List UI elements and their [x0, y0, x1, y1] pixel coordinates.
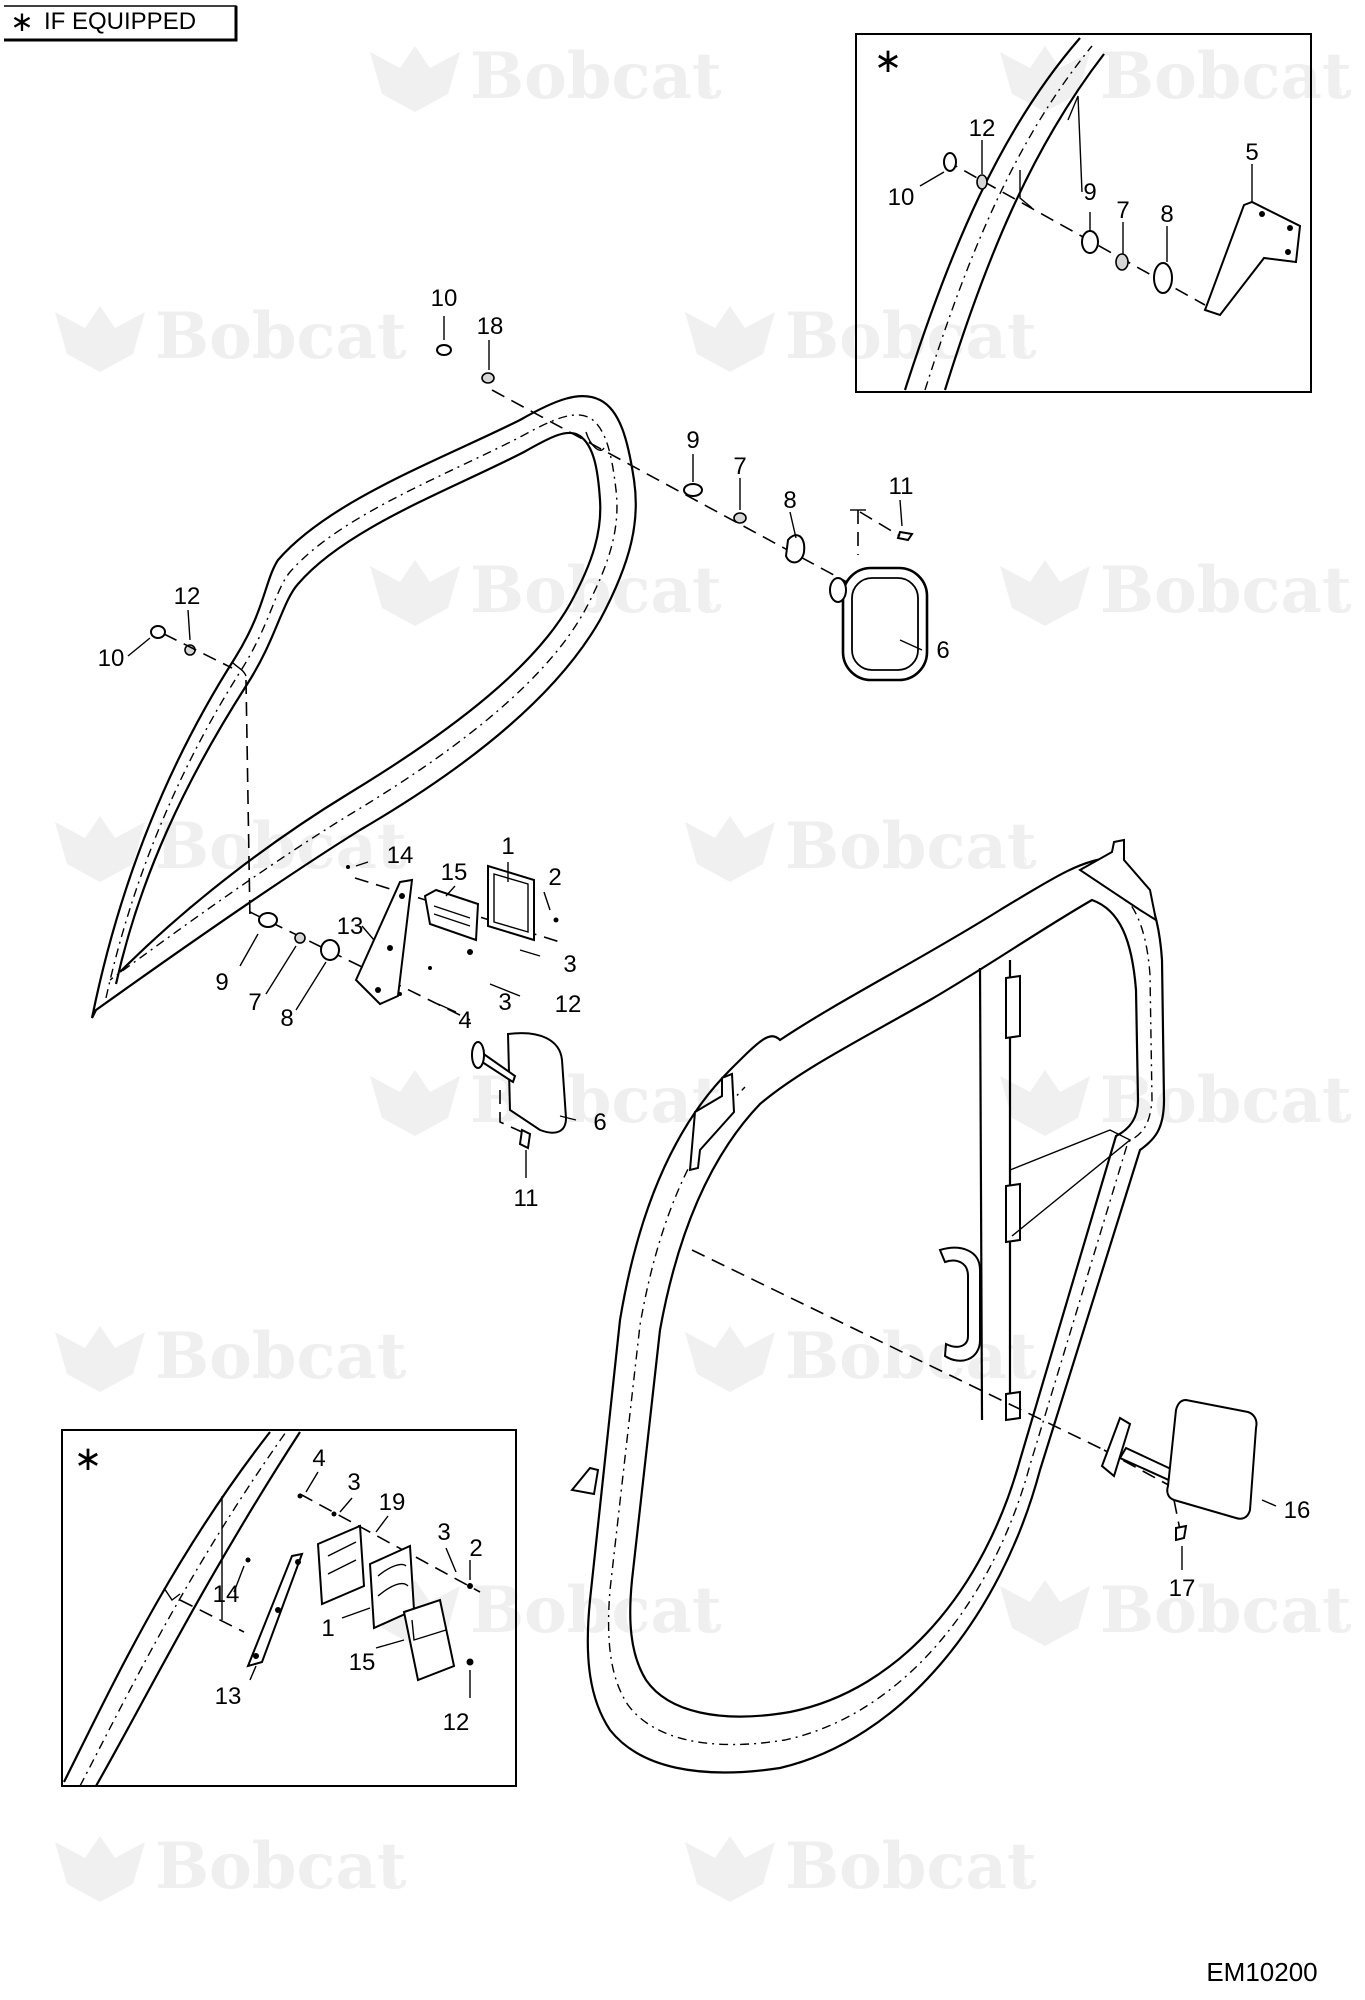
bobcat-logo-watermark-icon	[1000, 1070, 1090, 1136]
bobcat-logo-watermark-icon	[370, 560, 460, 626]
registered-mark: ®	[1326, 1106, 1344, 1127]
callout: 11	[889, 473, 914, 500]
watermark-layer: Bobcat®Bobcat®Bobcat®Bobcat®Bobcat®Bobca…	[55, 39, 1352, 1904]
bobcat-watermark-text: Bobcat	[470, 1573, 722, 1648]
registered-mark: ®	[696, 1616, 714, 1637]
if-equipped-legend: ∗ IF EQUIPPED	[4, 5, 238, 42]
callout: 17	[1169, 1575, 1196, 1602]
callout: 3	[498, 989, 511, 1016]
callout: 6	[936, 637, 949, 664]
bobcat-watermark-text: Bobcat	[470, 39, 722, 114]
callout: 10	[98, 645, 125, 672]
bobcat-watermark-text: Bobcat	[1100, 1063, 1352, 1138]
callout: 6	[593, 1109, 606, 1136]
callout: 12	[969, 115, 996, 142]
callout: 11	[514, 1185, 539, 1212]
bobcat-logo-watermark-icon	[1000, 46, 1090, 112]
cab-door-assembly: 16 17	[570, 838, 1311, 1774]
callout: 15	[349, 1649, 376, 1676]
bobcat-logo-watermark-icon	[685, 1836, 775, 1902]
bobcat-watermark-text: Bobcat	[155, 1319, 407, 1394]
callout: 12	[174, 583, 201, 610]
inset-top-right: ∗ 12 10 5 9 7 8	[855, 33, 1312, 393]
callout: 16	[1284, 1497, 1311, 1524]
callout: 14	[213, 1581, 240, 1608]
bobcat-logo-watermark-icon	[55, 816, 145, 882]
legend-text: IF EQUIPPED	[44, 8, 196, 35]
inset-top-asterisk: ∗	[874, 42, 903, 80]
mirror-mount-middle: 14 1 15 2 13 3 12 9 7 8 3 4 6 11	[215, 833, 606, 1212]
bobcat-logo-watermark-icon	[55, 306, 145, 372]
bobcat-logo-watermark-icon	[1000, 1580, 1090, 1646]
bobcat-watermark-text: Bobcat	[1100, 1573, 1352, 1648]
registered-mark: ®	[381, 852, 399, 873]
callout: 8	[280, 1005, 293, 1032]
callout: 13	[215, 1683, 242, 1710]
callout: 12	[555, 991, 582, 1018]
callout: 1	[321, 1615, 334, 1642]
inset-bottom-left: ∗ 4 3 19 3 2 14 1	[61, 1429, 517, 1787]
callout: 2	[548, 864, 561, 891]
registered-mark: ®	[696, 596, 714, 617]
callout: 4	[458, 1007, 471, 1034]
registered-mark: ®	[1326, 1616, 1344, 1637]
bobcat-watermark-text: Bobcat	[785, 809, 1037, 884]
inset-bottom-asterisk: ∗	[74, 1440, 103, 1478]
bobcat-watermark-text: Bobcat	[155, 299, 407, 374]
registered-mark: ®	[1011, 1872, 1029, 1893]
callout: 10	[888, 184, 915, 211]
registered-mark: ®	[1326, 82, 1344, 103]
callout: 9	[686, 427, 699, 454]
window-frame-assembly	[90, 389, 881, 1019]
callout: 8	[1160, 201, 1173, 228]
callout: 14	[387, 842, 414, 869]
registered-mark: ®	[381, 1872, 399, 1893]
callout: 5	[1245, 139, 1258, 166]
bobcat-logo-watermark-icon	[685, 1326, 775, 1392]
bobcat-logo-watermark-icon	[55, 1326, 145, 1392]
callout: 9	[215, 969, 228, 996]
callout: 10	[431, 285, 458, 312]
registered-mark: ®	[696, 82, 714, 103]
callout: 8	[783, 487, 796, 514]
bobcat-watermark-text: Bobcat	[470, 553, 722, 628]
registered-mark: ®	[1011, 1362, 1029, 1383]
bobcat-logo-watermark-icon	[685, 816, 775, 882]
drawing-number: EM10200	[1206, 1957, 1317, 1987]
callout: 9	[1083, 179, 1096, 206]
callout: 15	[441, 859, 468, 886]
bobcat-watermark-text: Bobcat	[155, 809, 407, 884]
registered-mark: ®	[1326, 596, 1344, 617]
registered-mark: ®	[381, 342, 399, 363]
callout: 7	[1116, 197, 1129, 224]
callout: 19	[379, 1489, 406, 1516]
bobcat-logo-watermark-icon	[685, 306, 775, 372]
registered-mark: ®	[381, 1362, 399, 1383]
callout: 13	[337, 913, 364, 940]
bobcat-watermark-text: Bobcat	[155, 1829, 407, 1904]
callout: 1	[501, 833, 514, 860]
legend-asterisk: ∗	[10, 6, 33, 37]
bobcat-logo-watermark-icon	[1000, 560, 1090, 626]
bobcat-watermark-text: Bobcat	[1100, 39, 1352, 114]
bobcat-watermark-text: Bobcat	[785, 1829, 1037, 1904]
callout: 2	[469, 1535, 482, 1562]
registered-mark: ®	[1011, 342, 1029, 363]
callout: 3	[437, 1519, 450, 1546]
callout: 18	[477, 313, 504, 340]
callout: 3	[563, 951, 576, 978]
bobcat-watermark-text: Bobcat	[1100, 553, 1352, 628]
callout: 7	[248, 989, 261, 1016]
callout: 12	[443, 1709, 470, 1736]
bobcat-logo-watermark-icon	[370, 46, 460, 112]
callout: 7	[733, 453, 746, 480]
bobcat-watermark-text: Bobcat	[785, 299, 1037, 374]
callout: 3	[347, 1469, 360, 1496]
callout: 4	[312, 1445, 325, 1472]
mirror-mount-top: 10 18 9 7 8 11 6 12 10	[98, 285, 950, 682]
bobcat-logo-watermark-icon	[370, 1070, 460, 1136]
bobcat-logo-watermark-icon	[55, 1836, 145, 1902]
registered-mark: ®	[1011, 852, 1029, 873]
